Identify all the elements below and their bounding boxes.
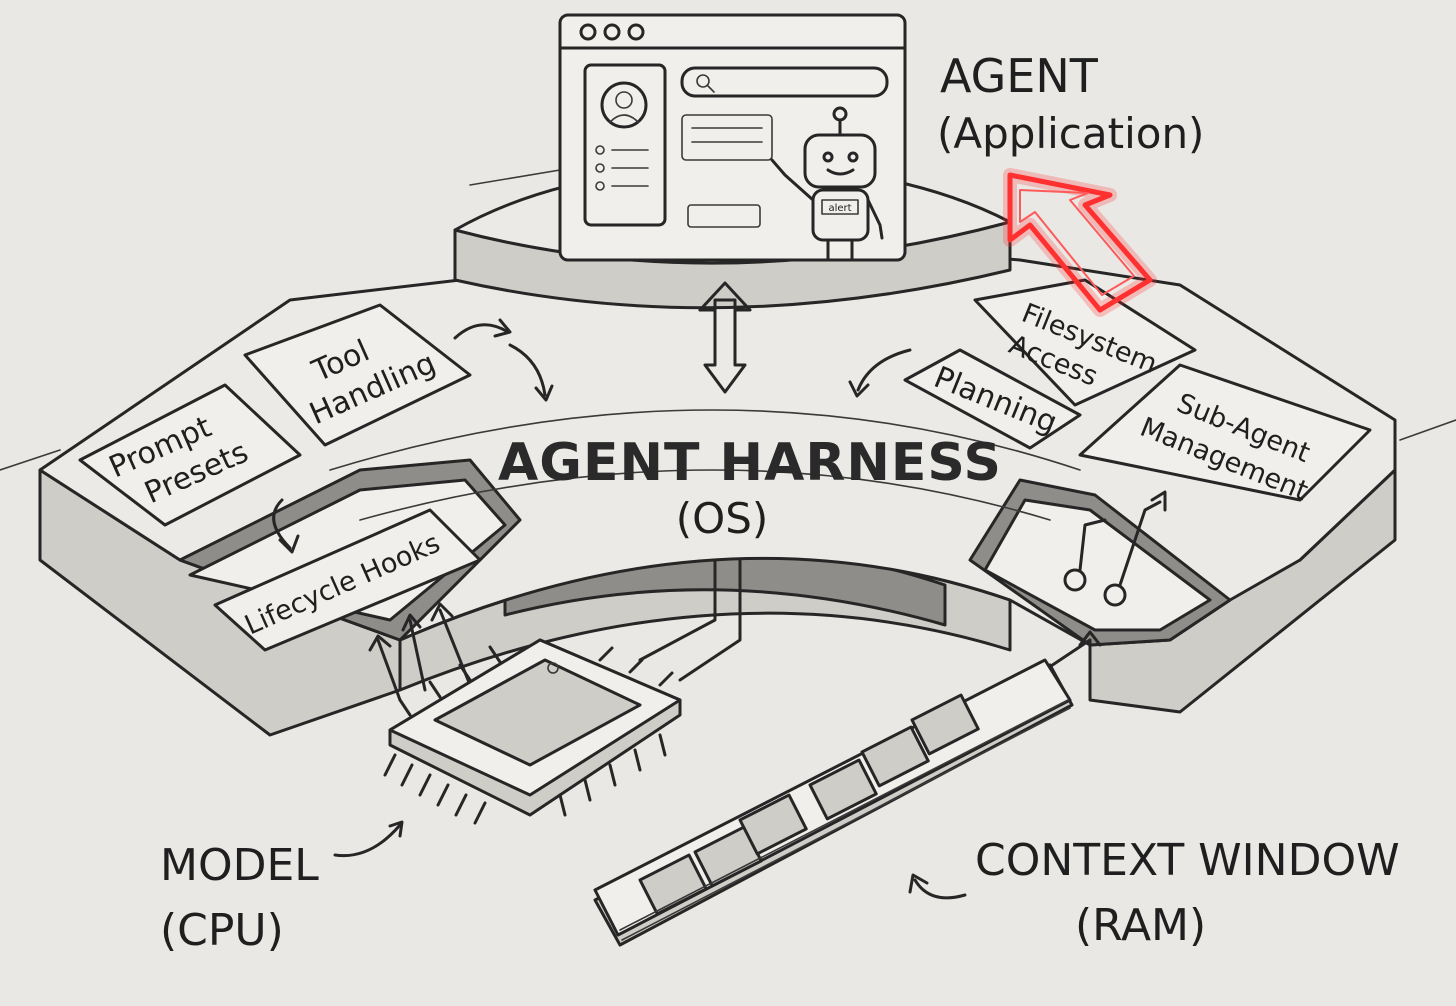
model-subtitle: (CPU) xyxy=(160,905,284,956)
control-arrow-icon xyxy=(1078,518,1107,572)
background-sketch-lines xyxy=(0,169,1456,471)
context-window-title: CONTEXT WINDOW xyxy=(975,835,1400,886)
cpu-chip xyxy=(383,638,682,825)
swap-arrow-icon xyxy=(272,498,292,550)
highlight-arrow-icon xyxy=(1003,168,1157,317)
double-arrow-icon xyxy=(698,281,752,394)
connector-line xyxy=(678,558,742,682)
prompt-presets-box xyxy=(78,383,302,527)
robot-icon xyxy=(770,106,884,260)
window-dot-icon xyxy=(603,23,621,41)
window-dot-icon xyxy=(579,23,597,41)
agent-title: AGENT xyxy=(940,49,1099,103)
sub-agent-management-box xyxy=(1078,363,1372,502)
window-dot-icon xyxy=(627,23,645,41)
harness-subtitle-text: (OS) xyxy=(676,494,769,543)
curved-arrow-icon xyxy=(453,323,510,340)
context-window-subtitle: (RAM) xyxy=(1075,900,1206,951)
search-icon xyxy=(696,74,710,88)
harness-title-text: AGENT HARNESS xyxy=(498,433,1002,493)
up-arrow-icon xyxy=(376,638,402,702)
outer-labels: AGENT (Application) MODEL (CPU) CONTEXT … xyxy=(160,49,1400,956)
module-boxes xyxy=(78,278,1372,652)
tool-handling-box xyxy=(243,303,472,447)
up-arrow-icon xyxy=(408,618,427,692)
connector-line xyxy=(638,558,717,662)
model-pointer-arrow xyxy=(333,823,402,858)
agent-app-window xyxy=(558,13,907,262)
ram-stick xyxy=(593,658,1074,947)
search-bar xyxy=(680,66,889,98)
ram-pointer-arrow xyxy=(913,878,967,900)
lifecycle-hooks-box xyxy=(213,508,482,652)
agent-subtitle: (Application) xyxy=(937,109,1204,158)
curved-arrow-icon xyxy=(508,343,547,397)
curved-arrow-icon xyxy=(856,348,912,392)
model-title: MODEL xyxy=(160,840,319,891)
robot-badge-text: alert xyxy=(828,203,851,214)
harness-title: AGENT HARNESS (OS) xyxy=(498,433,1002,543)
filesystem-access-box xyxy=(973,278,1197,407)
app-button xyxy=(687,204,761,228)
avatar-icon xyxy=(600,81,648,129)
planning-box xyxy=(903,348,1082,450)
